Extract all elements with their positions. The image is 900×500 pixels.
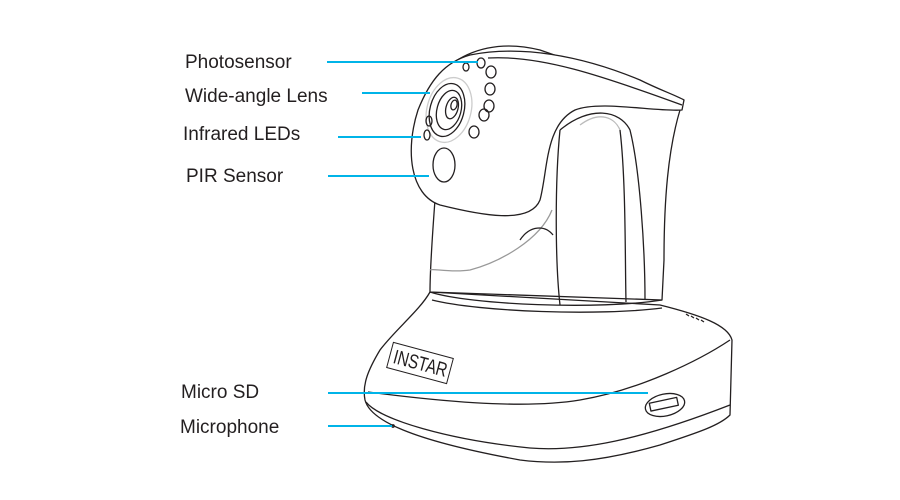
wide-angle-lens (428, 82, 466, 138)
camera-base (363, 291, 733, 463)
label-infrared-leds: Infrared LEDs (183, 124, 301, 145)
label-micro-sd: Micro SD (181, 382, 260, 403)
label-photosensor: Photosensor (185, 52, 292, 73)
label-microphone: Microphone (180, 417, 280, 438)
pir-sensor (432, 147, 456, 183)
micro-sd-slot (644, 392, 686, 418)
label-pir-sensor: PIR Sensor (186, 166, 284, 187)
infrared-leds (423, 57, 497, 141)
camera-head (410, 50, 685, 217)
label-wide-angle-lens: Wide-angle Lens (185, 86, 328, 107)
